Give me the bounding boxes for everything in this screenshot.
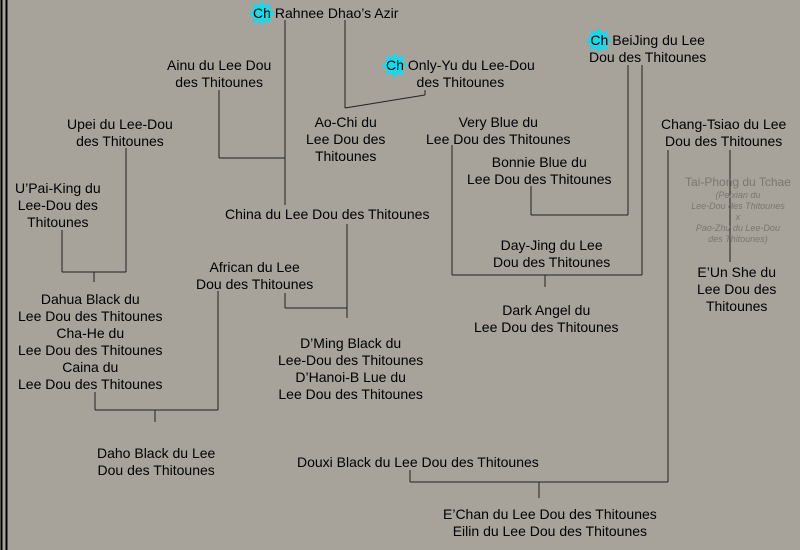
dog-darkangel: Dark Angel du Lee Dou des Thitounes — [474, 302, 619, 336]
dog-ainu: Ainu du Lee Dou des Thitounes — [167, 57, 271, 91]
champion-badge-icon: Ch — [585, 27, 612, 53]
dog-upei: Upei du Lee-Dou des Thitounes — [67, 116, 173, 150]
dog-dahua: Dahua Black du Lee Dou des Thitounes Cha… — [18, 291, 163, 393]
dog-name-text: Upei du Lee-Dou des Thitounes — [67, 116, 173, 149]
dog-name-text: Dark Angel du Lee Dou des Thitounes — [474, 302, 619, 335]
champion-badge-icon: Ch — [381, 52, 407, 78]
dog-china: China du Lee Dou des Thitounes — [225, 206, 429, 223]
dog-name-text: Bonnie Blue du Lee Dou des Thitounes — [467, 154, 612, 187]
dog-name-text: Very Blue du Lee Dou des Thitounes — [426, 114, 571, 147]
dog-dayjing: Day-Jing du Lee Dou des Thitounes — [493, 237, 610, 271]
dog-upaiking: U’Pai-King du Lee-Dou des Thitounes — [15, 180, 101, 231]
dog-name-text: D’Ming Black du Lee-Dou des Thitounes D’… — [278, 335, 424, 402]
dog-name-text: Rahnee Dhao’s Azir — [274, 5, 399, 21]
dog-name-text: Douxi Black du Lee Dou des Thitounes — [297, 454, 539, 470]
dog-name-text: African du Lee Dou des Thitounes — [196, 259, 314, 292]
champion-badge-icon: Ch — [248, 0, 274, 26]
dog-name-text: Chang-Tsiao du Lee Dou des Thitounes — [661, 116, 787, 149]
dog-veryblue: Very Blue du Lee Dou des Thitounes — [426, 114, 571, 148]
dog-name-text: Dahua Black du Lee Dou des Thitounes Cha… — [18, 291, 163, 392]
dog-name-text: U’Pai-King du Lee-Dou des Thitounes — [15, 180, 101, 230]
dog-changtsiao: Chang-Tsiao du Lee Dou des Thitounes — [661, 116, 786, 150]
dog-name-text: China du Lee Dou des Thitounes — [225, 206, 430, 222]
dog-douxi: Douxi Black du Lee Dou des Thitounes — [297, 454, 539, 471]
dog-daho: Daho Black du Lee Dou des Thitounes — [97, 445, 215, 479]
dog-name-text: Daho Black du Lee Dou des Thitounes — [97, 445, 216, 478]
dog-dming: D’Ming Black du Lee-Dou des Thitounes D’… — [278, 335, 423, 403]
dog-echan: E’Chan du Lee Dou des Thitounes Eilin du… — [443, 506, 657, 540]
dog-name-text: E’Chan du Lee Dou des Thitounes Eilin du… — [443, 506, 657, 539]
dog-name-text: Ainu du Lee Dou des Thitounes — [167, 57, 272, 90]
dog-aochi: Ao-Chi du Lee Dou des Thitounes — [306, 114, 385, 165]
dog-name-text: BeiJing du Lee Dou des Thitounes — [589, 32, 707, 65]
dog-name-text: Tai-Phong du Tchae — [685, 175, 791, 189]
dog-african: African du Lee Dou des Thitounes — [196, 259, 313, 293]
dog-parentage-text: (Peixian du Lee-Dou des Thitounes x Pao-… — [691, 190, 785, 244]
dog-name-text: E’Un She du Lee Dou des Thitounes — [697, 264, 777, 314]
dog-name-text: Only-Yu du Lee-Dou des Thitounes — [407, 57, 535, 90]
dog-name-text: Ao-Chi du Lee Dou des Thitounes — [306, 114, 386, 164]
dog-name-text: Day-Jing du Lee Dou des Thitounes — [493, 237, 611, 270]
dog-bonnie: Bonnie Blue du Lee Dou des Thitounes — [467, 154, 612, 188]
dog-euns: E’Un She du Lee Dou des Thitounes — [697, 264, 776, 315]
dog-taiphong: Tai-Phong du Tchae(Peixian du Lee-Dou de… — [685, 175, 791, 245]
